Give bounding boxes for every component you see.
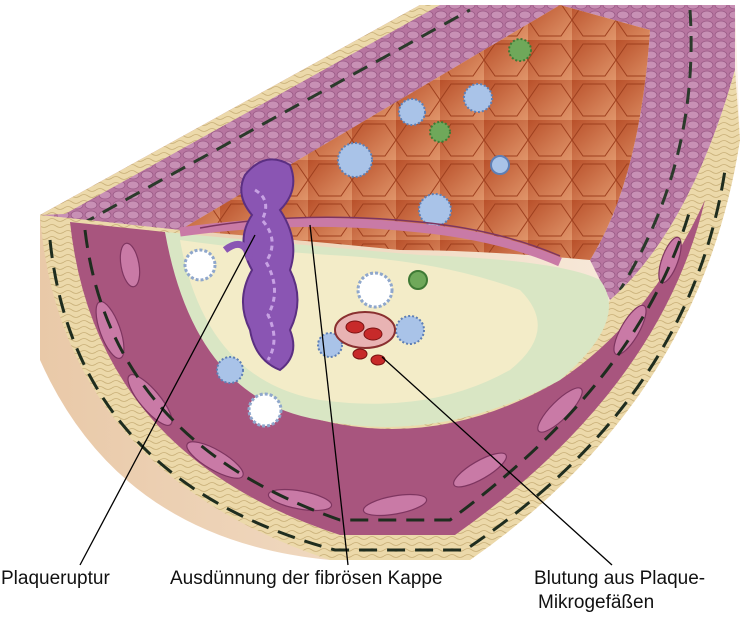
label-cap-thinning: Ausdünnung der fibrösen Kappe: [170, 568, 443, 590]
label-hemorrhage-line2: Mikrogefäßen: [538, 592, 654, 614]
label-plaque-rupture: Plaqueruptur: [1, 568, 110, 590]
label-hemorrhage-line1: Blutung aus Plaque-: [534, 568, 705, 590]
